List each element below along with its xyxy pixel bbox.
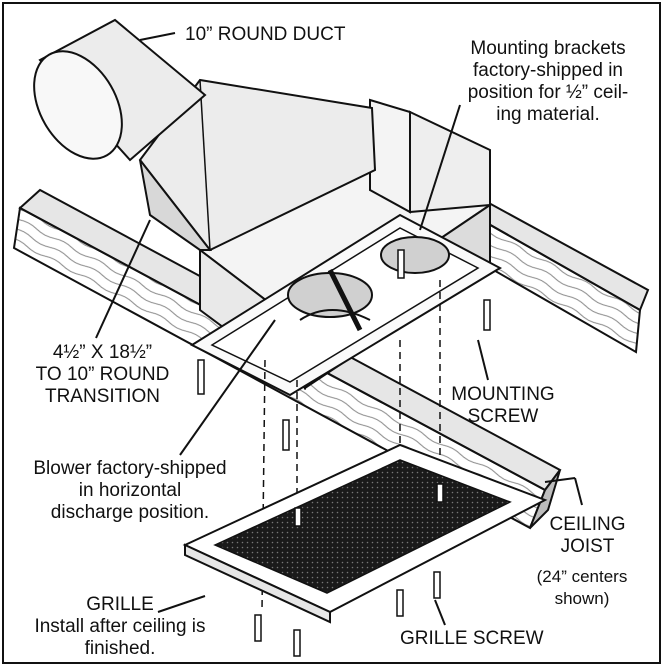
label-line: Install after ceiling is (34, 616, 206, 637)
label-line: MOUNTING (451, 384, 555, 405)
label-round-duct: 10” ROUND DUCT (185, 24, 346, 45)
label-line: 4½” X 18½” (52, 342, 153, 363)
label-line: ing material. (496, 104, 600, 125)
label-line: CEILING (549, 514, 626, 535)
label-line: TO 10” ROUND (35, 364, 170, 385)
label-line: Mounting brackets (470, 38, 626, 59)
label-grille: GRILLE Install after ceiling is finished… (5, 594, 235, 660)
label-line: SCREW (467, 406, 539, 427)
label-transition: 4½” X 18½” TO 10” ROUND TRANSITION (15, 342, 190, 408)
label-line: position for ½” ceil- (467, 82, 629, 103)
label-joist-centers: (24” centers shown) (512, 566, 652, 610)
grille (182, 443, 548, 624)
label-blower: Blower factory-shipped in horizontal dis… (10, 458, 250, 524)
label-line: shown) (554, 589, 610, 608)
label-line: JOIST (560, 536, 615, 557)
label-line: TRANSITION (44, 386, 161, 407)
label-line: Blower factory-shipped (33, 458, 227, 479)
grille-screws (254, 483, 444, 657)
label-ceiling-joist: CEILING JOIST (530, 514, 645, 558)
label-line: (24” centers (536, 567, 628, 586)
label-mounting-screw: MOUNTING SCREW (438, 384, 568, 428)
leader-lines (95, 32, 583, 626)
label-mounting-brackets: Mounting brackets factory-shipped in pos… (448, 38, 648, 126)
label-line: finished. (84, 638, 156, 659)
label-line: GRILLE (86, 594, 154, 615)
label-grille-screw: GRILLE SCREW (400, 628, 544, 649)
label-line: factory-shipped in (473, 60, 623, 81)
label-line: discharge position. (50, 502, 210, 523)
label-line: in horizontal (78, 480, 182, 501)
mounting-screws (197, 249, 491, 451)
round-duct (33, 18, 207, 162)
